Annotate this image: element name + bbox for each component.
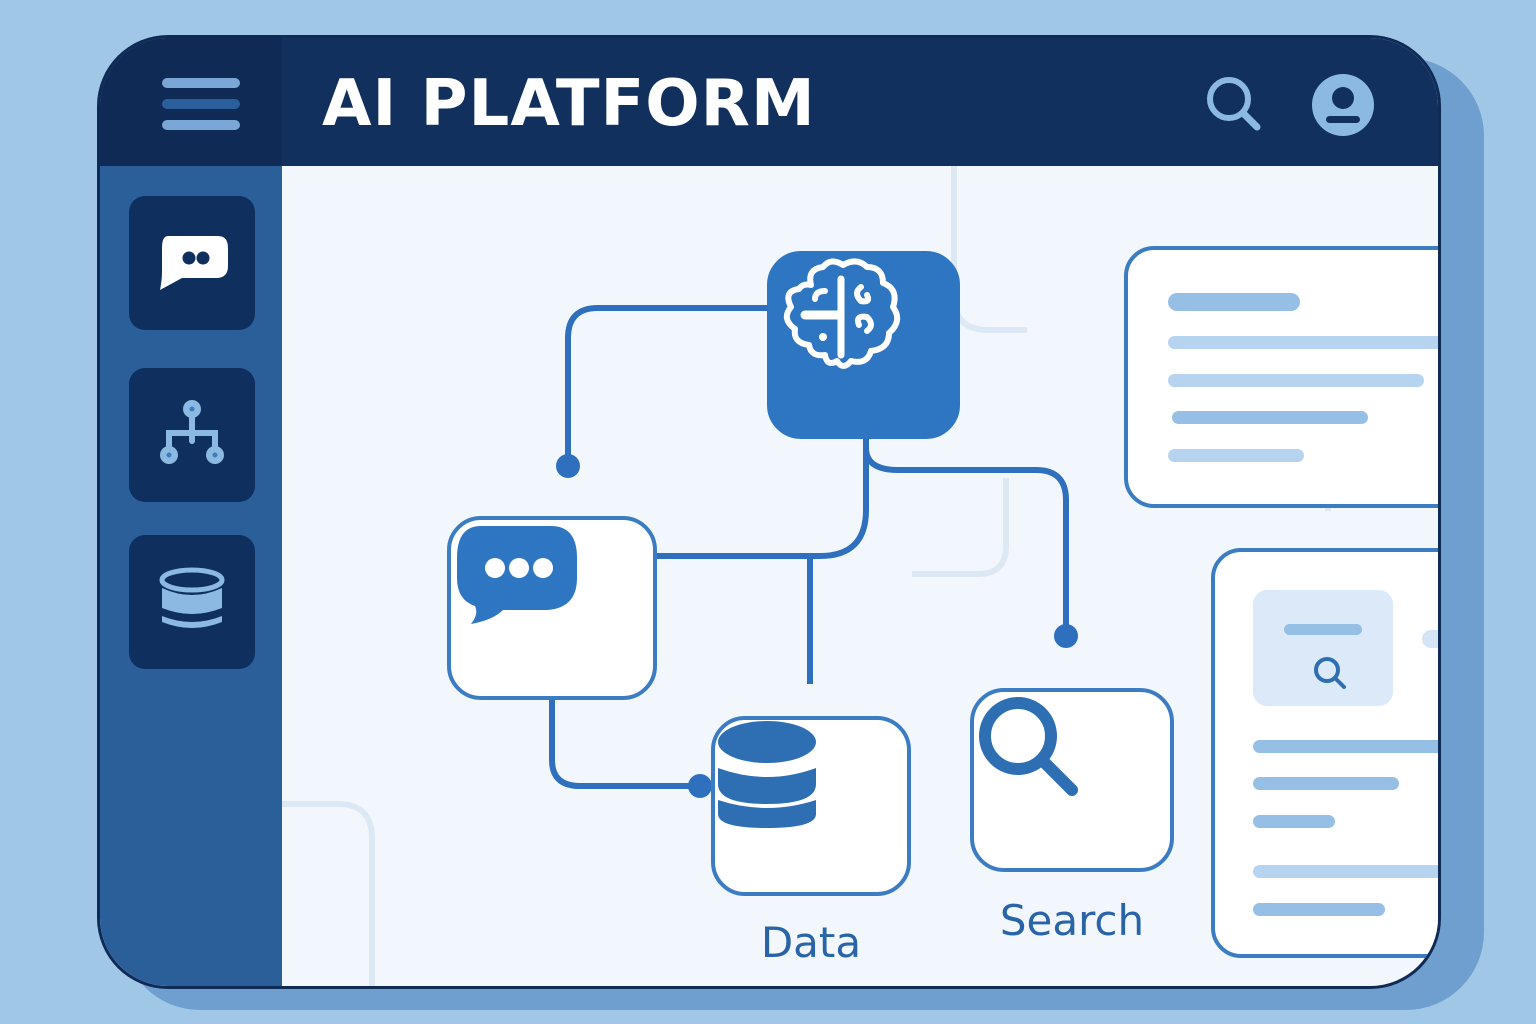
hierarchy-tree-icon	[160, 400, 224, 464]
user-account-icon[interactable]	[1310, 72, 1376, 138]
card-text-line	[1168, 336, 1438, 349]
result-thumbnail	[1253, 590, 1393, 706]
result-tag	[1422, 630, 1438, 648]
card-text-line	[1253, 903, 1385, 916]
text-output-card[interactable]	[1124, 246, 1438, 508]
search-icon[interactable]	[1204, 74, 1264, 134]
thumbnail-line	[1284, 624, 1362, 635]
card-text-line	[1253, 815, 1335, 828]
brain-icon	[783, 258, 901, 369]
sidebar-item-workflow[interactable]	[129, 368, 255, 502]
card-text-line	[1253, 777, 1399, 790]
card-text-line	[1172, 411, 1368, 424]
data-node[interactable]	[711, 716, 911, 896]
top-header: AI PLATFORM	[100, 38, 1438, 166]
sidebar-item-chat[interactable]	[129, 196, 255, 330]
search-icon	[979, 697, 1078, 796]
chat-bubble-icon	[457, 526, 577, 624]
app-title: AI PLATFORM	[322, 67, 816, 141]
chat-bubble-icon	[160, 236, 228, 290]
search-result-card[interactable]	[1211, 548, 1438, 958]
card-text-line	[1168, 374, 1424, 387]
database-icon	[718, 721, 816, 828]
card-text-line	[1253, 740, 1438, 753]
card-text-line	[1168, 449, 1304, 462]
search-node[interactable]	[970, 688, 1174, 872]
data-node-label: Data	[760, 918, 862, 967]
search-icon	[1314, 657, 1346, 689]
hamburger-menu-icon[interactable]	[162, 78, 240, 130]
card-text-line	[1253, 865, 1438, 878]
search-node-label: Search	[999, 896, 1145, 945]
card-title-bar	[1168, 293, 1300, 311]
ai-model-node[interactable]	[767, 251, 960, 439]
chat-node[interactable]	[447, 516, 657, 700]
workflow-canvas: Data Search	[282, 166, 1438, 986]
sidebar-item-data[interactable]	[129, 535, 255, 669]
app-window: AI PLATFORM	[100, 38, 1438, 986]
sidebar	[100, 166, 282, 986]
database-icon	[159, 567, 225, 628]
